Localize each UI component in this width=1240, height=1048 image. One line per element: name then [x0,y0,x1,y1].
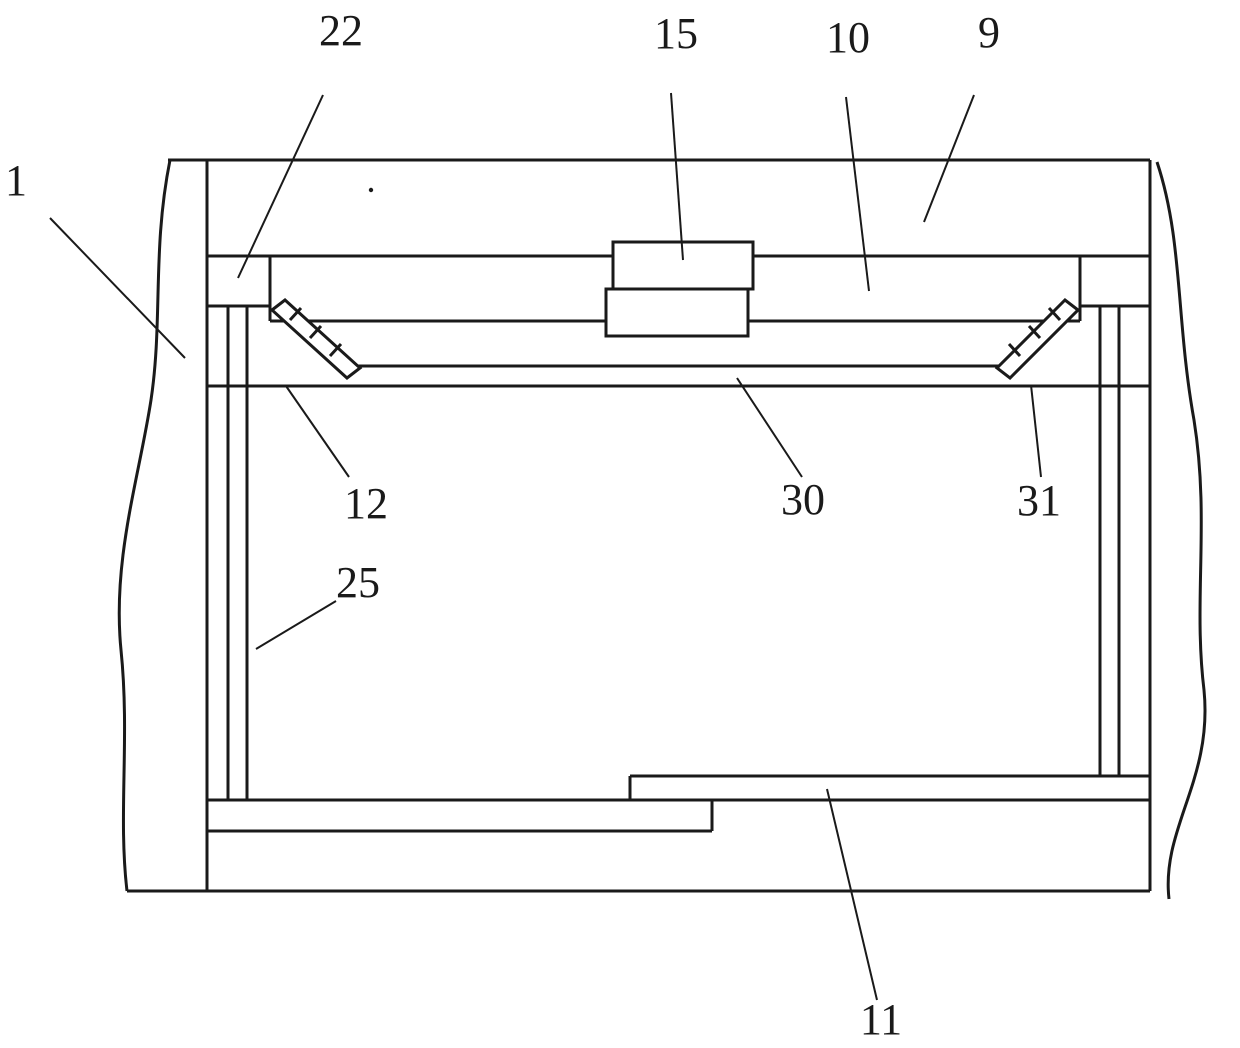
label-31: 31 [1017,476,1061,525]
label-12: 12 [344,479,388,528]
leader-30 [736,377,803,478]
left-brace-hatch-3 [328,342,343,358]
right-brace [994,298,1081,380]
label-9: 9 [978,8,1000,57]
right-break-wavy-line [1155,161,1207,900]
label-22: 22 [319,6,363,55]
leader-10 [845,96,870,292]
left-brace [269,298,363,380]
leader-1 [49,217,186,359]
leader-25 [255,600,337,650]
right-brace-hatch-1 [1047,306,1062,322]
leader-15 [670,92,684,261]
left-break-wavy-line [117,159,172,892]
leader-12 [285,385,350,478]
reference-labels: 1 22 15 10 9 12 30 31 25 11 [5,6,1061,1044]
leader-31 [1030,384,1042,478]
block15-lower [604,287,750,338]
left-brace-hatch-1 [288,306,303,322]
right-brace-hatch-3 [1007,342,1022,358]
top-beam-assembly [207,240,1150,338]
leader-lines [49,92,1042,1001]
columns [226,306,1121,800]
label-25: 25 [336,558,380,607]
drawing-root: 1 22 15 10 9 12 30 31 25 11 [5,6,1207,1044]
bottom-plates [207,774,1150,833]
leader-11 [826,788,878,1001]
leader-9 [923,94,975,223]
label-15: 15 [654,9,698,58]
label-11: 11 [860,995,902,1044]
label-10: 10 [826,13,870,62]
support-plate-assembly [207,298,1150,388]
leader-22 [237,94,324,279]
print-dot-artifact [368,187,374,193]
label-1: 1 [5,156,27,205]
left-brace-hatch-2 [308,324,323,340]
right-brace-hatch-2 [1027,324,1042,340]
label-30: 30 [781,475,825,524]
frame [117,158,1207,900]
